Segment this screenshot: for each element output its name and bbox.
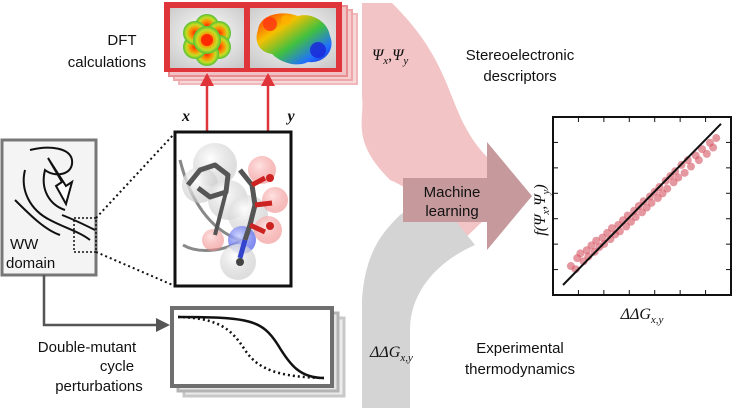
perturbation-arrow xyxy=(42,275,170,332)
data-point xyxy=(592,236,601,245)
residue-x-label: x xyxy=(181,108,190,125)
stereo-label-line1: Stereoelectronic xyxy=(466,47,575,64)
plot-x-base: ΔΔG xyxy=(620,306,652,323)
melting-curve-panel xyxy=(170,306,346,398)
zoom-line-bottom xyxy=(95,251,176,287)
psi-sub-y: y xyxy=(402,55,408,67)
fit-line xyxy=(562,123,722,286)
data-point xyxy=(663,184,672,193)
data-point xyxy=(709,143,718,152)
ddg-flow-sub: x,y xyxy=(399,352,413,364)
protein-ribbon-icon xyxy=(14,146,96,241)
ww-domain-frame xyxy=(0,138,98,277)
data-point xyxy=(607,224,616,233)
plot-y-comma: ,Ψ xyxy=(532,193,549,210)
double-mutant-line1: Double-mutant xyxy=(38,339,137,356)
melting-curve-frame xyxy=(170,306,334,388)
plot-y-close: ) xyxy=(532,184,549,190)
molecule-panel xyxy=(173,130,293,288)
zoom-line-top xyxy=(95,132,176,219)
data-point xyxy=(631,213,640,222)
experimental-line2: thermodynamics xyxy=(465,361,575,378)
data-point xyxy=(576,249,585,258)
double-mutant-line3: perturbations xyxy=(55,378,143,395)
ww-label-line2: domain xyxy=(6,255,55,272)
data-point xyxy=(712,134,721,143)
double-mutant-line2: cycle xyxy=(100,358,134,375)
psi-comma: , xyxy=(388,47,392,64)
data-point xyxy=(674,173,683,182)
flow-arrows xyxy=(361,3,532,408)
scatter-plot: ΔΔGx,y f(Ψx,Ψy) xyxy=(532,116,732,326)
data-point xyxy=(647,198,656,207)
plot-y-sub-y: y xyxy=(540,190,552,196)
electrostatic-map-icon xyxy=(256,13,332,65)
dft-panel xyxy=(164,2,358,85)
plot-x-label: ΔΔGx,y xyxy=(620,306,664,326)
plot-y-label: f(Ψx,Ψy) xyxy=(532,184,552,235)
plot-y-sub-x: x xyxy=(540,210,552,216)
plot-points xyxy=(566,134,721,274)
stereo-label-line2: descriptors xyxy=(483,68,556,85)
ww-label-line1: WW xyxy=(10,236,39,253)
residue-y-label: y xyxy=(285,108,295,125)
plot-y-base: f(Ψ xyxy=(532,213,549,236)
thermodynamics-flow-arrow xyxy=(362,205,475,408)
melting-curve-icon xyxy=(177,315,325,380)
ww-domain-panel: WW domain xyxy=(0,138,98,277)
electrostatic-map-icon xyxy=(183,14,231,66)
data-point xyxy=(683,156,692,165)
molecule-stick-icon xyxy=(178,143,288,280)
data-point xyxy=(686,162,695,171)
machine-learning-line1: Machine xyxy=(424,184,481,201)
machine-learning-line2: learning xyxy=(425,203,478,220)
psi-symbol-y: Ψ xyxy=(392,47,405,64)
ddg-flow-base: ΔΔG xyxy=(369,344,401,361)
plot-x-sub: x,y xyxy=(650,314,664,326)
dft-label-line2: calculations xyxy=(68,54,146,71)
psi-symbol-x: Ψ xyxy=(372,47,385,64)
psi-descriptor-label: Ψx,Ψy xyxy=(372,47,408,67)
machine-learning-arrow xyxy=(403,142,532,250)
dft-label-line1: DFT xyxy=(107,32,136,49)
psi-sub-x: x xyxy=(382,55,388,67)
data-point xyxy=(694,156,703,165)
data-point xyxy=(702,149,711,158)
data-point xyxy=(639,197,648,206)
ddg-flow-label: ΔΔGx,y xyxy=(369,344,413,364)
plot-ticks xyxy=(553,117,731,295)
experimental-line1: Experimental xyxy=(476,340,564,357)
data-point xyxy=(680,168,689,177)
